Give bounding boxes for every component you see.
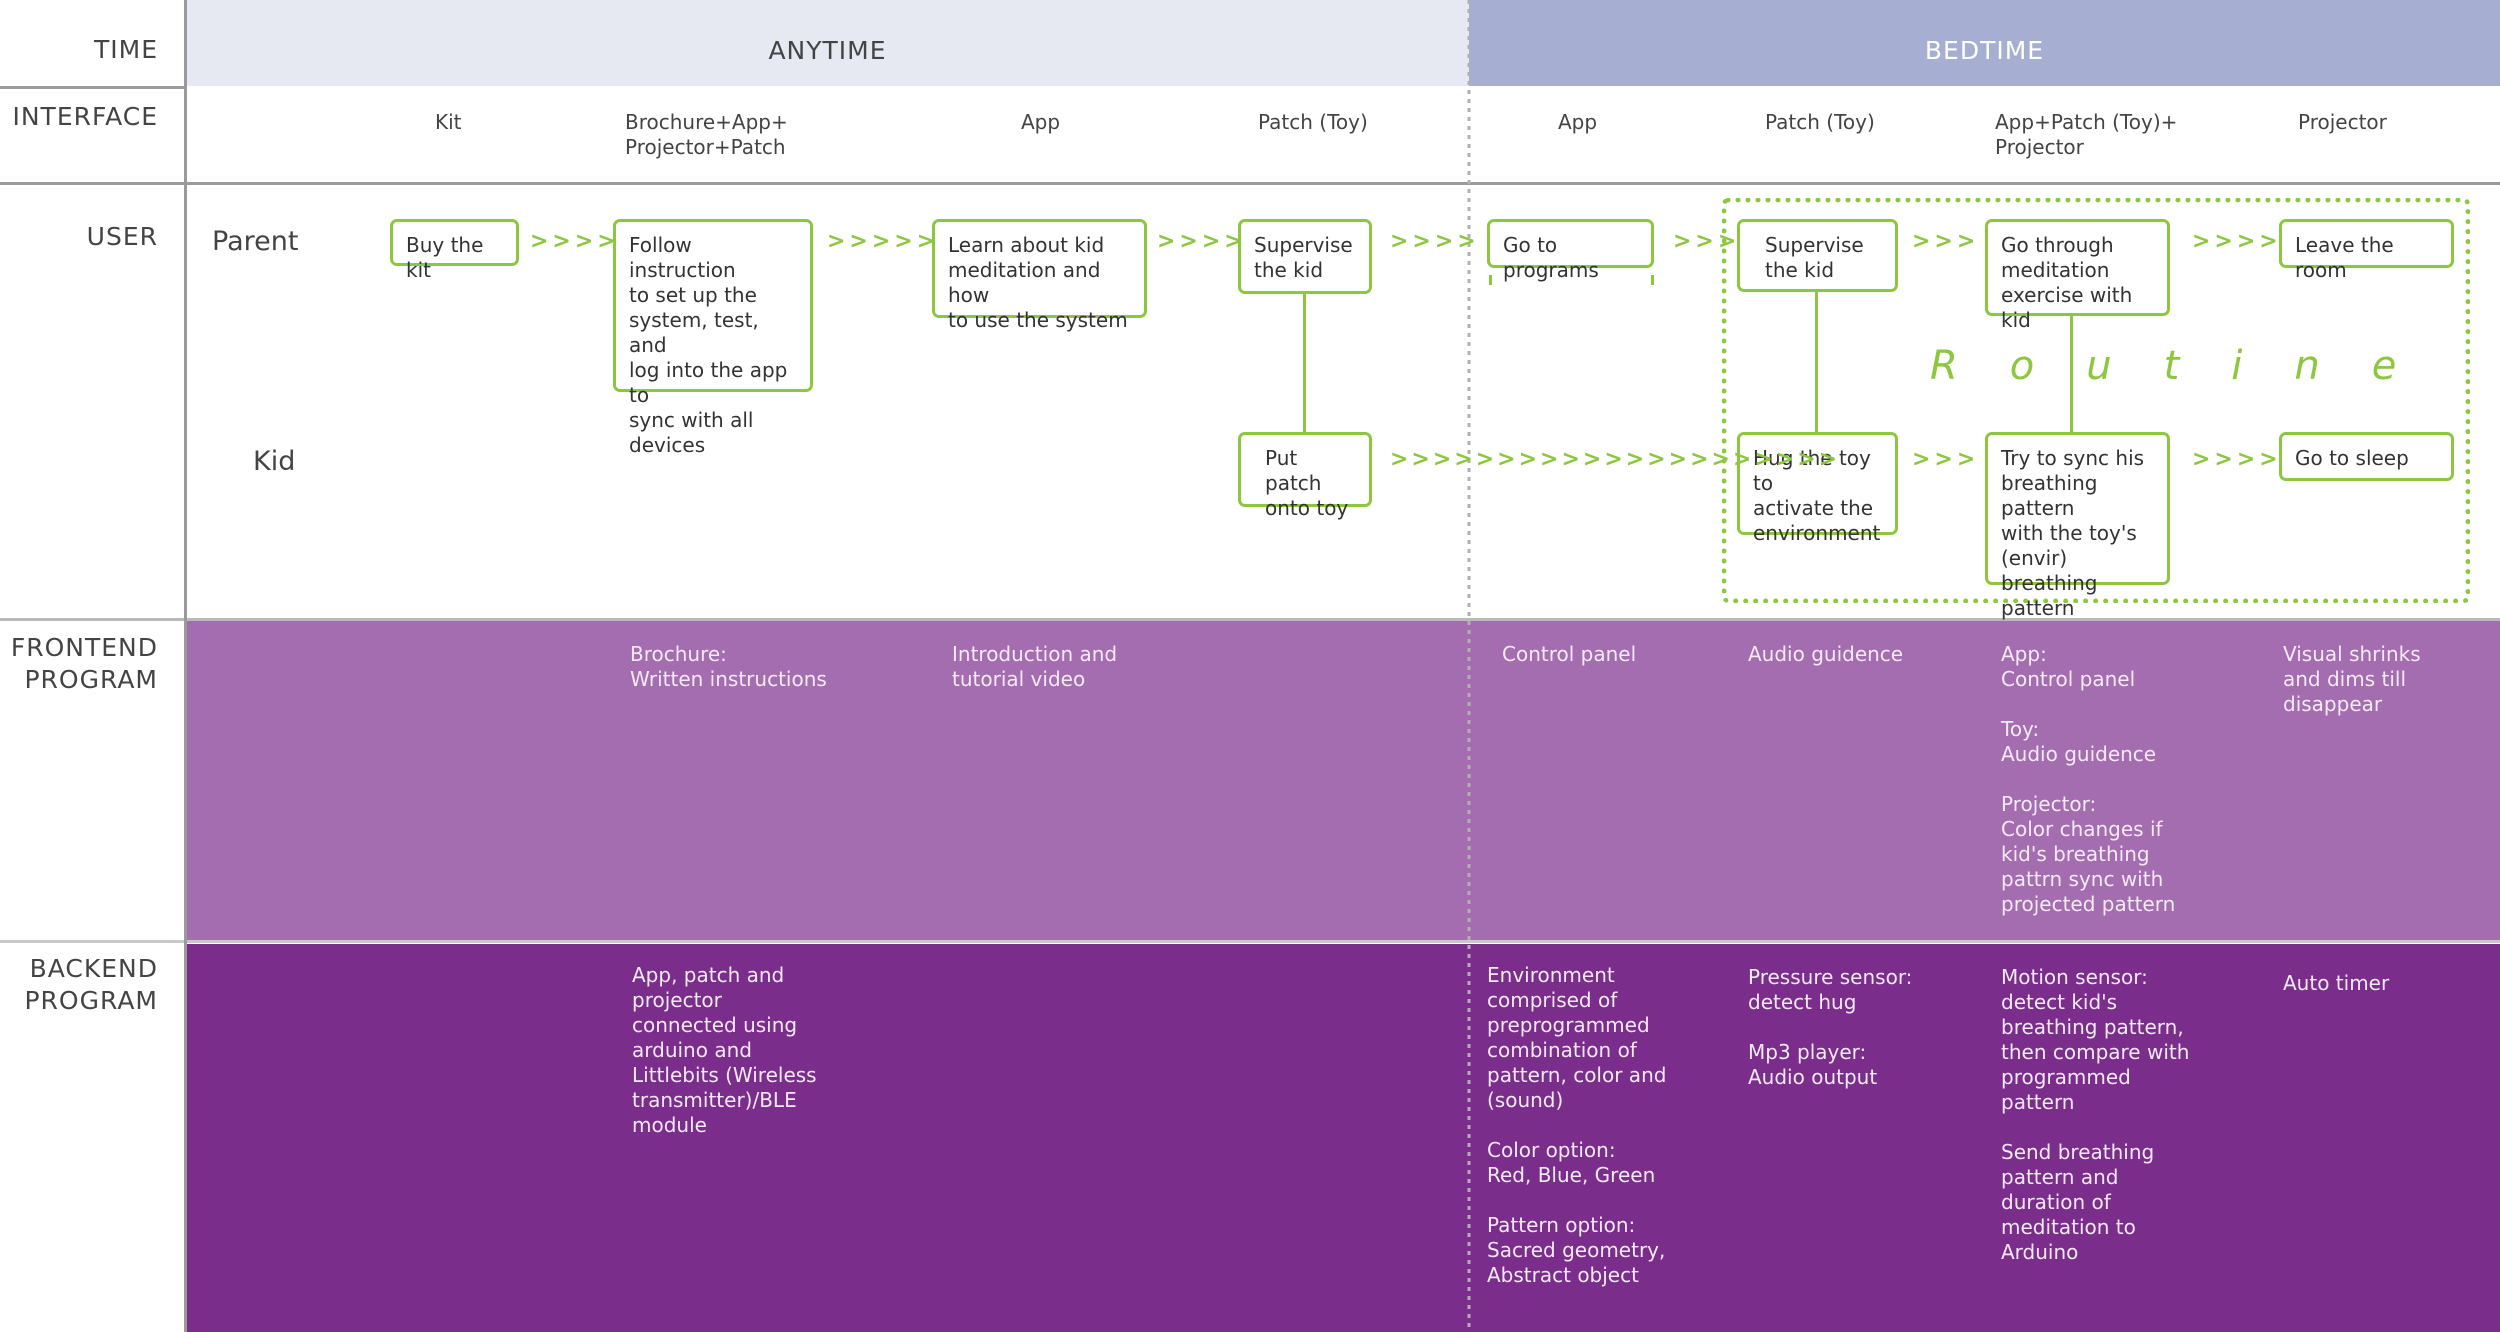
frontend-app-toy-projector: App: Control panel Toy: Audio guidence P… [2001, 642, 2176, 916]
arrow-kid-2: >>> [1912, 447, 1980, 472]
backend-connection: App, patch and projector connected using… [632, 963, 817, 1137]
action-buy-the-kit: Buy the kit [390, 219, 519, 282]
backend-environment: Environment comprised of preprogrammed c… [1487, 963, 1667, 1287]
action-sync-breathing: Try to sync his breathing pattern with t… [1985, 432, 2170, 620]
phase-anytime: ANYTIME [768, 36, 887, 65]
label-column-divider [184, 0, 187, 1332]
divider-user-frontend [0, 618, 2500, 621]
interface-app-bedtime: App [1558, 110, 1598, 134]
backend-pressure-sensor: Pressure sensor: detect hug Mp3 player: … [1748, 965, 1913, 1089]
row-label-backend: BACKEND PROGRAM [24, 954, 158, 1015]
backend-auto-timer: Auto timer [2283, 971, 2390, 995]
frontend-brochure: Brochure: Written instructions [630, 642, 827, 691]
interface-patch-toy-bedtime: Patch (Toy) [1765, 110, 1875, 134]
action-learn-about-meditation: Learn about kid meditation and how to us… [932, 219, 1147, 332]
frontend-intro-video: Introduction and tutorial video [952, 642, 1118, 691]
arrow-parent-6: >>> [1912, 229, 1980, 254]
arrow-parent-2: >>>>> [827, 229, 940, 254]
connector-supervise-put-patch [1303, 290, 1306, 434]
interface-projector: Projector [2298, 110, 2387, 134]
action-follow-instruction: Follow instruction to set up the system,… [613, 219, 813, 457]
row-label-frontend: FRONTEND PROGRAM [10, 633, 158, 694]
arrow-parent-7: >>>> [2192, 229, 2282, 254]
arrow-parent-5: >>> [1673, 229, 1741, 254]
user-kid: Kid [253, 446, 296, 477]
interface-brochure-app-projector-patch: Brochure+App+ Projector+Patch [625, 110, 788, 159]
action-meditation-exercise: Go through meditation exercise with kid [1985, 219, 2170, 332]
interface-patch-toy: Patch (Toy) [1258, 110, 1368, 134]
arrow-parent-4: >>>> [1390, 229, 1480, 254]
arrow-parent-1: >>>> [530, 229, 620, 254]
backend-band [186, 944, 2500, 1332]
arrow-kid-1: >>>>>>>>>>>>>>>>>>>>> [1390, 447, 1841, 472]
row-label-interface: INTERFACE [12, 102, 158, 131]
phase-divider [1467, 0, 1471, 1332]
interface-app-patch-projector: App+Patch (Toy)+ Projector [1995, 110, 2178, 159]
programs-tick-left [1489, 275, 1492, 285]
action-hug-the-toy: Hug the toy to activate the environment [1737, 432, 1898, 545]
arrow-parent-3: >>>> [1157, 229, 1247, 254]
arrow-kid-3: >>>> [2192, 447, 2282, 472]
divider-frontend-backend [0, 940, 2500, 943]
divider-time-interface [0, 86, 186, 89]
divider-interface-user [0, 182, 2500, 185]
user-parent: Parent [212, 226, 299, 257]
connector-supervise-hug [1815, 290, 1818, 434]
row-label-time: TIME [93, 35, 158, 64]
interface-app: App [1021, 110, 1061, 134]
connector-meditation-sync [2070, 314, 2073, 434]
action-go-to-programs: Go to programs [1487, 219, 1654, 282]
frontend-audio-guidence: Audio guidence [1748, 642, 1904, 666]
frontend-visual-shrinks: Visual shrinks and dims till disappear [2283, 642, 2421, 716]
routine-group [1722, 198, 2470, 603]
anytime-band [186, 0, 1469, 86]
action-supervise-kid: Supervise the kid [1238, 219, 1372, 294]
interface-kit: Kit [435, 110, 462, 134]
frontend-band [186, 621, 2500, 940]
action-leave-the-room: Leave the room [2279, 219, 2454, 282]
bedtime-band [1469, 0, 2500, 86]
row-label-user: USER [86, 222, 158, 251]
programs-tick-right [1651, 275, 1654, 285]
action-supervise-kid-bedtime: Supervise the kid [1737, 219, 1898, 292]
phase-bedtime: BEDTIME [1924, 36, 2045, 65]
backend-motion-sensor: Motion sensor: detect kid's breathing pa… [2001, 965, 2190, 1264]
action-go-to-sleep: Go to sleep [2279, 432, 2454, 481]
frontend-control-panel: Control panel [1502, 642, 1637, 666]
action-put-patch-onto-toy: Put patch onto toy [1238, 432, 1372, 520]
routine-label: Routine [1930, 343, 2449, 389]
